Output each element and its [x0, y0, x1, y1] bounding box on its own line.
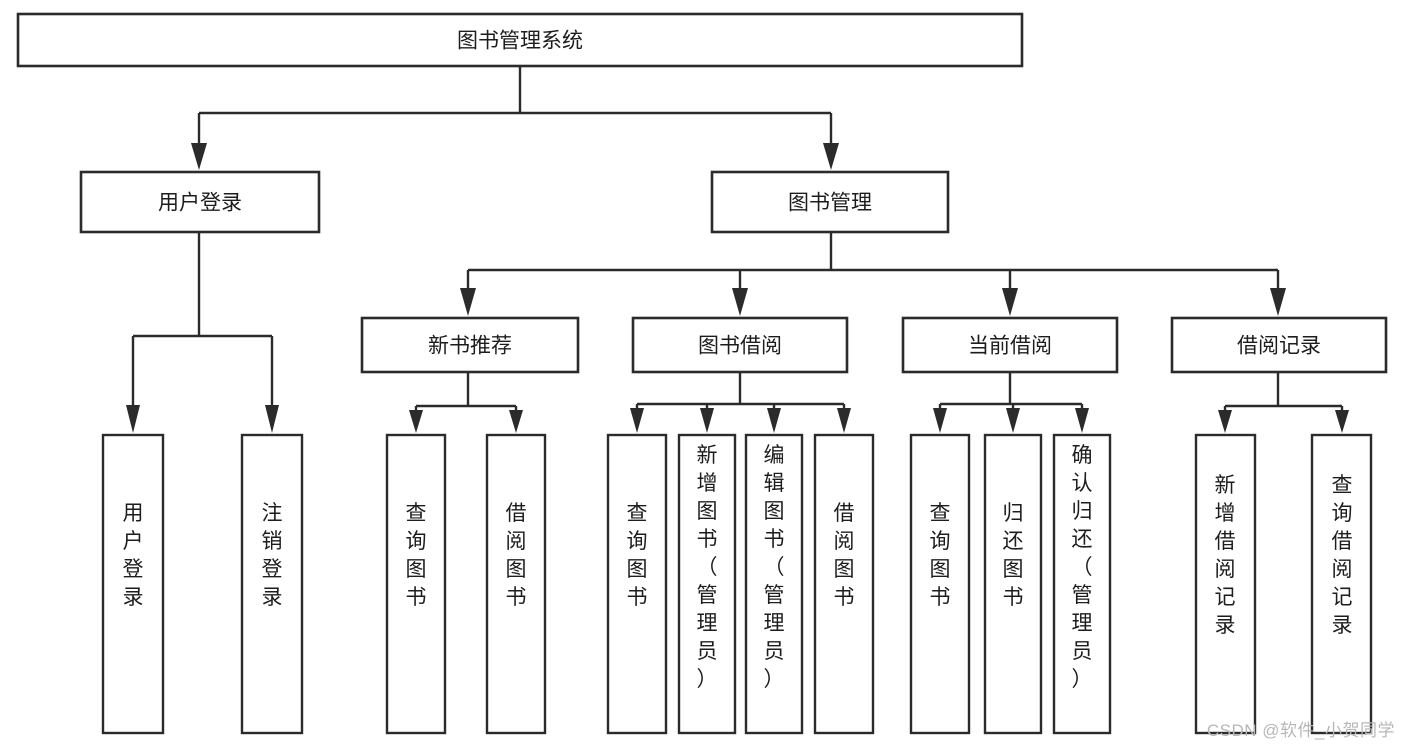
node-borrow-record-box — [1170, 316, 1388, 374]
node-leaf-logout-box — [240, 433, 304, 735]
node-book-management[interactable]: 图书管理 — [710, 170, 950, 234]
node-current-borrow-box — [901, 316, 1119, 374]
node-leaf-borrow-book-1-box — [485, 433, 547, 735]
node-leaf-query-book-2-box — [606, 433, 668, 735]
node-leaf-confirm-return-admin[interactable]: 确认归还（管理员） — [1052, 433, 1112, 735]
node-book-borrow-box — [631, 316, 849, 374]
node-leaf-logout-label: 注销登录 — [262, 502, 283, 609]
connector-layer — [126, 66, 1349, 433]
node-leaf-borrow-book-1-label: 借阅图书 — [506, 502, 527, 609]
node-leaf-user-login[interactable]: 用户登录 — [101, 433, 165, 735]
arrowhead-leaf-borrow-book-2 — [837, 408, 851, 433]
node-leaf-return-book-label: 归还图书 — [1003, 502, 1024, 609]
arrowhead-leaf-user-login — [126, 405, 140, 433]
arrowhead-user-login — [191, 143, 207, 170]
node-leaf-query-book-2-label: 查询图书 — [627, 502, 648, 609]
arrowhead-leaf-confirm-return — [1075, 408, 1089, 433]
node-user-login[interactable]: 用户登录 — [79, 170, 321, 234]
node-root[interactable]: 图书管理系统 — [16, 12, 1024, 68]
node-leaf-add-borrow-record[interactable]: 新增借阅记录 — [1194, 433, 1257, 735]
node-book-management-label: 图书管理 — [788, 192, 872, 215]
arrowhead-leaf-edit-book — [767, 408, 781, 433]
arrowhead-leaf-query-book-2 — [630, 408, 644, 433]
arrowhead-leaf-add-book — [700, 408, 714, 433]
arrowhead-leaf-query-book-3 — [933, 408, 947, 433]
node-leaf-query-book-3[interactable]: 查询图书 — [909, 433, 971, 735]
node-leaf-query-book-1[interactable]: 查询图书 — [385, 433, 447, 735]
node-leaf-add-book-admin-box — [677, 433, 737, 735]
node-book-borrow-label: 图书借阅 — [698, 335, 782, 358]
node-leaf-borrow-book-2-label: 借阅图书 — [834, 502, 855, 609]
node-leaf-logout[interactable]: 注销登录 — [240, 433, 304, 735]
node-new-book-recommend-box — [360, 316, 580, 374]
node-leaf-user-login-label: 用户登录 — [123, 502, 144, 609]
arrowhead-leaf-query-record — [1335, 410, 1349, 433]
csdn-watermark: CSDN @软件_小贺同学 — [1206, 721, 1395, 740]
node-leaf-query-book-3-label: 查询图书 — [930, 502, 951, 609]
node-user-login-label: 用户登录 — [158, 192, 242, 215]
node-book-borrow[interactable]: 图书借阅 — [631, 316, 849, 374]
arrowhead-book-borrow — [732, 288, 748, 316]
arrowhead-leaf-logout — [265, 405, 279, 433]
arrowhead-new-book-rec — [460, 288, 476, 316]
node-leaf-query-borrow-record-box — [1310, 433, 1373, 735]
arrowhead-leaf-query-book-1 — [409, 410, 423, 433]
node-leaf-return-book-box — [983, 433, 1043, 735]
node-leaf-query-book-2[interactable]: 查询图书 — [606, 433, 668, 735]
node-leaf-add-book-admin-label: 新增图书（管理员） — [697, 444, 718, 691]
arrowhead-leaf-return-book — [1006, 408, 1020, 433]
node-user-login-box — [79, 170, 321, 234]
node-current-borrow[interactable]: 当前借阅 — [901, 316, 1119, 374]
node-leaf-edit-book-admin-box — [744, 433, 804, 735]
node-leaf-confirm-return-admin-label: 确认归还（管理员） — [1072, 444, 1093, 691]
node-leaf-query-book-1-box — [385, 433, 447, 735]
node-borrow-record[interactable]: 借阅记录 — [1170, 316, 1388, 374]
node-leaf-query-book-1-label: 查询图书 — [406, 502, 427, 609]
node-borrow-record-label: 借阅记录 — [1237, 335, 1321, 358]
node-leaf-confirm-return-admin-box — [1052, 433, 1112, 735]
node-leaf-add-book-admin[interactable]: 新增图书（管理员） — [677, 433, 737, 735]
node-leaf-return-book[interactable]: 归还图书 — [983, 433, 1043, 735]
arrowhead-borrow-record — [1270, 288, 1286, 316]
node-new-book-recommend[interactable]: 新书推荐 — [360, 316, 580, 374]
node-leaf-user-login-box — [101, 433, 165, 735]
node-leaf-edit-book-admin-label: 编辑图书（管理员） — [764, 444, 785, 691]
node-leaf-add-borrow-record-box — [1194, 433, 1257, 735]
node-new-book-recommend-label: 新书推荐 — [428, 335, 512, 358]
arrowhead-leaf-borrow-book-1 — [509, 410, 523, 433]
node-book-management-box — [710, 170, 950, 234]
arrowhead-book-mgmt — [823, 143, 839, 170]
node-leaf-add-borrow-record-label: 新增借阅记录 — [1215, 474, 1236, 637]
node-leaf-borrow-book-1[interactable]: 借阅图书 — [485, 433, 547, 735]
node-root-box — [16, 12, 1024, 68]
arrowhead-leaf-add-record — [1218, 410, 1232, 433]
node-leaf-query-book-3-box — [909, 433, 971, 735]
node-leaf-borrow-book-2[interactable]: 借阅图书 — [813, 433, 875, 735]
node-leaf-edit-book-admin[interactable]: 编辑图书（管理员） — [744, 433, 804, 735]
node-leaf-borrow-book-2-box — [813, 433, 875, 735]
node-leaf-query-borrow-record-label: 查询借阅记录 — [1332, 474, 1353, 637]
node-leaf-query-borrow-record[interactable]: 查询借阅记录 — [1310, 433, 1373, 735]
node-root-label: 图书管理系统 — [457, 30, 583, 53]
arrowhead-current-borrow — [1002, 288, 1018, 316]
node-current-borrow-label: 当前借阅 — [968, 335, 1052, 358]
